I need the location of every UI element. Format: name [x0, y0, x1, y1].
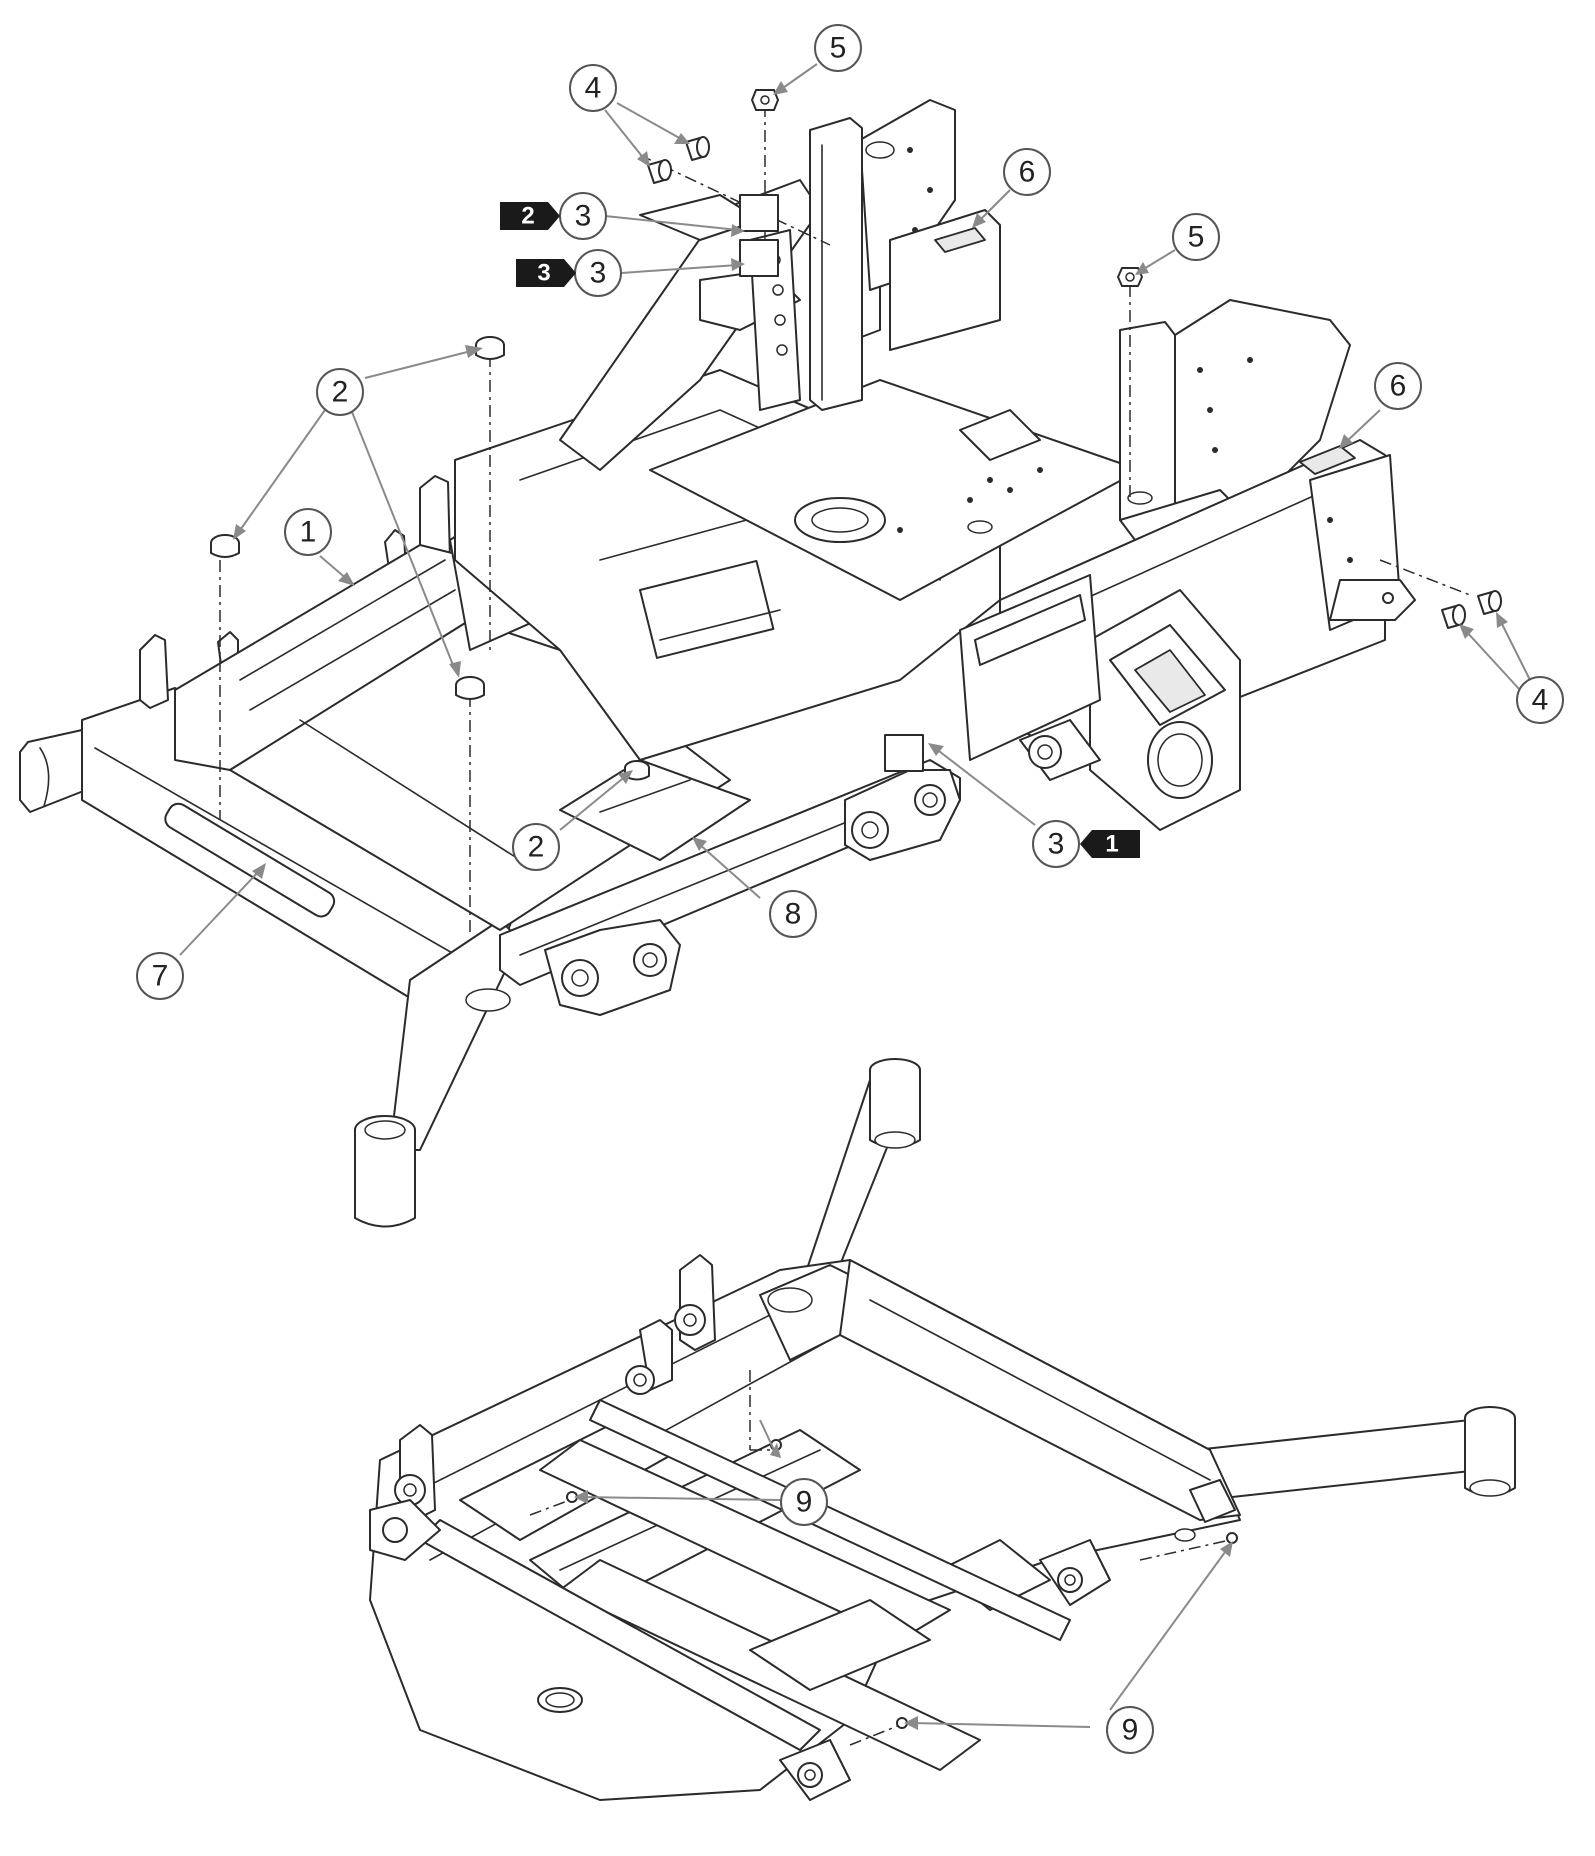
- callout-3-tag1: 3: [1032, 820, 1080, 868]
- item4-bushing-b: [647, 159, 672, 184]
- main-frame-assembly: [19, 99, 1416, 1228]
- item4-bushing-d: [1477, 590, 1502, 615]
- callout-8: 8: [769, 890, 817, 938]
- callout-4-right: 4: [1516, 676, 1564, 724]
- svg-text:4: 4: [585, 72, 602, 105]
- underside-assembly: [369, 1058, 1516, 1801]
- svg-text:3: 3: [537, 260, 550, 287]
- item3-decal-a: [739, 194, 779, 232]
- item2-cap-c: [455, 676, 485, 700]
- callout-3-tag2: 3: [559, 192, 607, 240]
- svg-text:3: 3: [575, 200, 592, 233]
- callout-1: 1: [284, 508, 332, 556]
- item4-bushing-c: [1441, 604, 1466, 629]
- svg-text:3: 3: [590, 257, 607, 290]
- item3-decal-lower: [884, 734, 924, 772]
- item2-cap-b: [210, 534, 240, 558]
- svg-text:3: 3: [1048, 828, 1065, 861]
- tag-2: 2: [500, 202, 560, 230]
- svg-text:1: 1: [1105, 831, 1118, 858]
- callout-5-right: 5: [1172, 213, 1220, 261]
- svg-text:9: 9: [796, 1486, 813, 1519]
- svg-text:8: 8: [785, 898, 802, 931]
- svg-text:7: 7: [152, 960, 169, 993]
- callout-7: 7: [136, 952, 184, 1000]
- callout-9-center: 9: [780, 1478, 828, 1526]
- svg-text:6: 6: [1390, 370, 1407, 403]
- callout-2-lower: 2: [512, 823, 560, 871]
- callout-2-top: 2: [316, 368, 364, 416]
- tag-3: 3: [516, 259, 576, 287]
- svg-text:2: 2: [528, 831, 545, 864]
- callouts: 1 2 2 3 3 3 4 4: [136, 24, 1564, 1754]
- svg-text:6: 6: [1019, 156, 1036, 189]
- item5-nut-b: [1117, 267, 1143, 287]
- upper-hardware: [210, 89, 1502, 781]
- item5-nut-a: [751, 89, 779, 111]
- callout-6-upper: 6: [1003, 148, 1051, 196]
- item4-bushing-a: [685, 136, 710, 161]
- svg-text:2: 2: [521, 203, 534, 230]
- item3-decal-b: [739, 239, 779, 277]
- tag-1: 1: [1080, 830, 1140, 858]
- bumper-slot: [164, 802, 336, 918]
- svg-text:2: 2: [332, 376, 349, 409]
- svg-text:5: 5: [830, 32, 847, 65]
- tags: 2 3 1: [500, 202, 1140, 858]
- item2-cap-a: [475, 336, 505, 360]
- callout-6-right: 6: [1374, 362, 1422, 410]
- lower-assembly-lines: [529, 1370, 1231, 1746]
- callout-3-tag3: 3: [574, 249, 622, 297]
- callout-5-upper: 5: [814, 24, 862, 72]
- svg-text:4: 4: [1532, 684, 1549, 717]
- item9-nut-c: [1226, 1532, 1238, 1544]
- leader-lines: [179, 63, 1531, 1730]
- callout-4-upper: 4: [569, 64, 617, 112]
- callout-9-right: 9: [1106, 1706, 1154, 1754]
- svg-text:5: 5: [1188, 221, 1205, 254]
- svg-text:9: 9: [1122, 1714, 1139, 1747]
- svg-text:1: 1: [300, 516, 317, 549]
